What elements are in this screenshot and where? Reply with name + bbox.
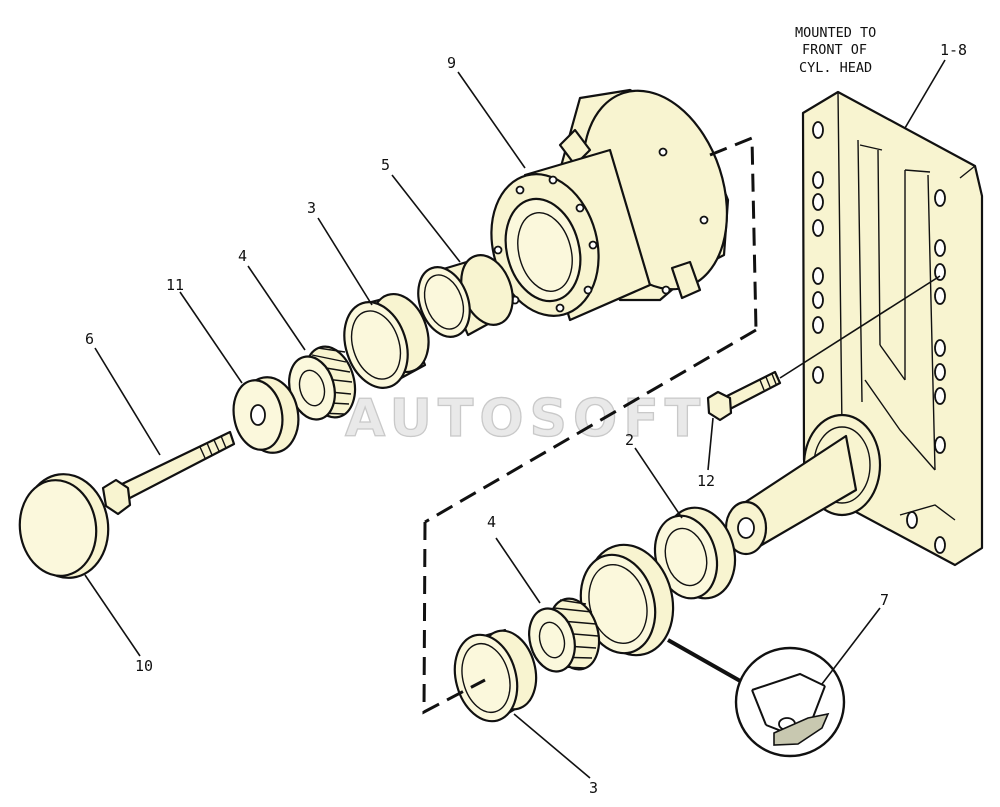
- callout-12: 12: [697, 472, 715, 490]
- callout-6: 6: [85, 330, 94, 348]
- bearing-race-5: [417, 254, 514, 338]
- hub: [490, 88, 730, 322]
- callouts: 9 1-8 5 3 4 11 6 2 12 4 7 10 3: [85, 41, 967, 797]
- callout-9: 9: [447, 54, 456, 72]
- note-line-2: FRONT OF: [802, 42, 867, 58]
- mounting-bracket: [724, 90, 984, 567]
- hub-cap: [18, 473, 110, 579]
- bracket-holes: [812, 121, 946, 554]
- bearing-cup-top: [343, 292, 430, 389]
- callout-1-8: 1-8: [940, 41, 967, 59]
- bolt-6: [101, 430, 236, 516]
- callout-10: 10: [135, 657, 153, 675]
- bolt-12: [706, 275, 941, 422]
- callout-4-bottom: 4: [487, 513, 496, 531]
- leader-lines: [84, 59, 946, 779]
- assembly-centerlines: [422, 135, 758, 715]
- watermark-text: AUTOSOFT: [345, 389, 706, 449]
- bearing-cup-bottom: [453, 628, 538, 723]
- callout-7: 7: [880, 591, 889, 609]
- callout-11: 11: [166, 276, 184, 294]
- note-line-1: MOUNTED TO: [795, 25, 876, 41]
- callout-3-top: 3: [307, 199, 316, 217]
- washer: [232, 376, 300, 454]
- oil-seal: [579, 543, 743, 684]
- mounting-note: MOUNTED TO FRONT OF CYL. HEAD: [795, 25, 876, 76]
- note-line-3: CYL. HEAD: [799, 60, 872, 76]
- bearing-cone-bottom: [528, 597, 601, 673]
- seal-detail-view: [734, 646, 846, 758]
- callout-4-top: 4: [238, 247, 247, 265]
- callout-2: 2: [625, 431, 634, 449]
- callout-3-bottom: 3: [589, 779, 598, 797]
- callout-5: 5: [381, 156, 390, 174]
